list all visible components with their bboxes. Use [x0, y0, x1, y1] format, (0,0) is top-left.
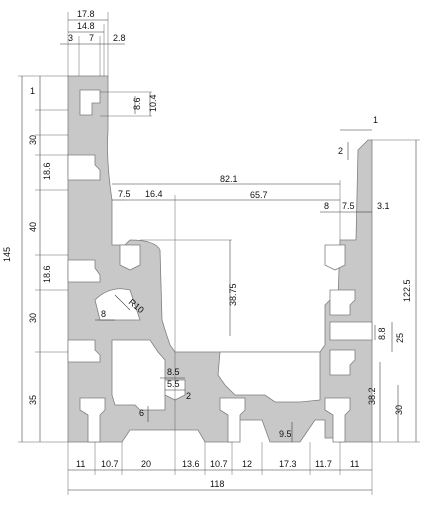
dim-label-3-1: 3.1 — [377, 201, 390, 211]
void-right-inner-slot — [324, 244, 346, 271]
bottom-dimensions: 11 10.7 20 13.6 10.7 12 17.3 11.7 11 118 — [67, 442, 373, 495]
dim-label-2: 2 — [186, 391, 191, 401]
dim-label-10-7-left: 10.7 — [101, 459, 119, 469]
void-right-slot-2 — [329, 321, 373, 341]
dim-label-7: 7 — [89, 33, 94, 43]
dim-label-10-4: 10.4 — [148, 94, 158, 112]
left-dimensions: 1 145 30 18.6 40 18.6 30 35 — [2, 75, 68, 443]
dim-label-11-left: 11 — [76, 459, 85, 469]
dim-label-7-5-left: 7.5 — [118, 189, 131, 199]
dim-label-30-top: 30 — [28, 135, 38, 145]
dim-label-8-inner: 8 — [101, 309, 106, 319]
dim-label-30-right: 30 — [394, 405, 404, 415]
dim-label-65-7: 65.7 — [250, 190, 268, 200]
dim-label-16-4: 16.4 — [145, 189, 163, 199]
dim-label-8-5: 8.5 — [167, 367, 180, 377]
dim-label-17-8: 17.8 — [77, 9, 95, 19]
dim-label-7-5-right: 7.5 — [342, 201, 355, 211]
dim-label-35: 35 — [28, 395, 38, 405]
void-large-center — [111, 339, 166, 411]
dim-label-1: 1 — [30, 86, 35, 96]
dim-label-122-5: 122.5 — [402, 279, 412, 302]
dim-label-145: 145 — [2, 247, 12, 262]
void-right-slot-3 — [329, 349, 356, 376]
dim-label-17-3: 17.3 — [279, 459, 297, 469]
dim-label-10-7-right: 10.7 — [210, 459, 228, 469]
dim-label-30-bottom: 30 — [28, 313, 38, 323]
dim-label-5-5: 5.5 — [167, 379, 180, 389]
void-upper-slot — [79, 89, 101, 116]
dim-label-14-8: 14.8 — [77, 21, 95, 31]
dim-label-8-right: 8 — [324, 201, 329, 211]
void-bottom-slot-2 — [219, 397, 246, 443]
dim-label-118: 118 — [210, 479, 224, 489]
dim-label-9-5: 9.5 — [279, 429, 292, 439]
top-dimensions: 17.8 14.8 3 7 2.8 — [60, 9, 126, 76]
void-left-slot-1 — [67, 154, 101, 181]
dim-label-3: 3 — [68, 33, 73, 43]
right-dimensions: 1 2 122.5 25 8.8 38.2 30 — [338, 115, 420, 443]
dim-label-13-6: 13.6 — [182, 459, 200, 469]
dim-label-6: 6 — [139, 408, 144, 418]
dim-label-82-1: 82.1 — [220, 174, 238, 184]
dim-label-11-7: 11.7 — [315, 459, 332, 469]
dim-label-40: 40 — [28, 222, 38, 232]
dim-label-1-right: 1 — [373, 115, 378, 125]
dim-label-11-right: 11 — [350, 459, 359, 469]
dim-label-38-2: 38.2 — [367, 387, 377, 405]
void-inner-top-slot — [119, 244, 141, 271]
void-right-slot-1 — [329, 289, 356, 316]
dim-label-18-6-bottom: 18.6 — [42, 265, 52, 283]
dim-label-2-right: 2 — [338, 146, 343, 156]
void-fillet-pocket — [94, 288, 141, 321]
void-left-slot-2 — [67, 259, 101, 283]
dim-label-12: 12 — [242, 459, 252, 469]
void-bottom-center — [217, 351, 321, 403]
void-bottom-slot-1 — [79, 397, 106, 443]
dim-label-38-75: 38.75 — [228, 283, 238, 306]
dim-label-18-6-top: 18.6 — [42, 162, 52, 180]
void-bottom-slot-3 — [324, 397, 351, 443]
void-left-slot-3 — [67, 339, 101, 363]
dim-label-2-8: 2.8 — [113, 33, 126, 43]
dim-label-8-6: 8.6 — [132, 97, 142, 110]
dim-label-8-8: 8.8 — [377, 327, 387, 340]
dim-label-25: 25 — [395, 333, 405, 343]
dim-label-20: 20 — [141, 459, 151, 469]
